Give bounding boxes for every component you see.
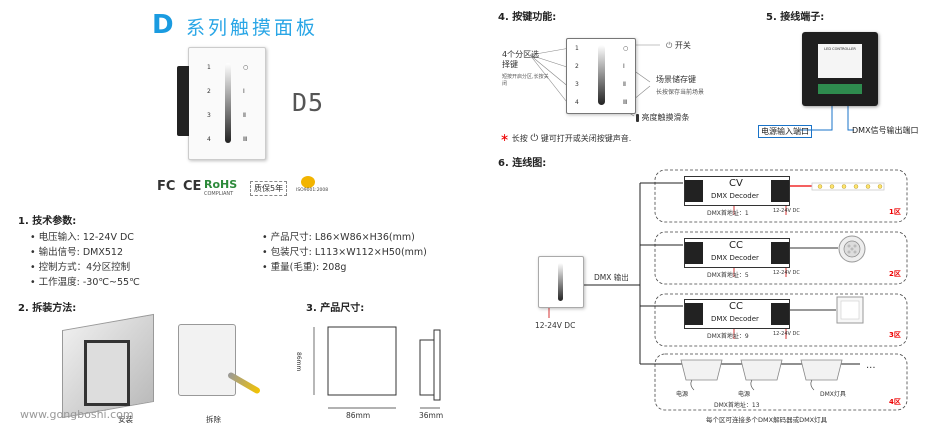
decoder-name: DMX Decoder [711, 192, 759, 200]
specs-left-list: • 电压输入: 12-24V DC • 输出信号: DMX512 • 控制方式：… [30, 230, 140, 290]
dim-width: 86mm [346, 411, 371, 420]
power-key-label: ⏻ 开关 [666, 41, 691, 50]
rohs-sub: COMPLIANT [204, 191, 234, 197]
scene-key-label: 场景储存键 [656, 75, 696, 84]
diagram-title: 6. 连线图: [498, 158, 547, 169]
specs-right-list: • 产品尺寸: L86×W86×H36(mm) • 包装尺寸: L113×W11… [262, 230, 427, 275]
psu-label-2: 电源 [738, 391, 751, 398]
master-panel [538, 256, 584, 308]
rohs-text: RoHS [204, 178, 238, 191]
more-fixtures: ... [866, 360, 876, 371]
spec-item: • 控制方式：4分区控制 [30, 262, 131, 273]
watermark: www.gongboshi.com [20, 408, 134, 421]
zone-label-1: 1区 [889, 208, 901, 216]
slider-icon [636, 113, 639, 122]
decoder-zone-1: CV DMX Decoder [684, 176, 790, 206]
zone4-addr: DMX首地址：13 [714, 402, 760, 409]
rohs-logo: RoHS COMPLIANT [204, 178, 237, 197]
module-label: LED CONTROLLER [824, 47, 856, 51]
controller-module: LED CONTROLLER [802, 32, 878, 106]
zone-select-label: 4个分区选择键 [502, 50, 540, 69]
zone-label-3: 3区 [889, 331, 901, 339]
zone-label-2: 2区 [889, 270, 901, 278]
diagram-footer: 每个区可连接多个DMX解码器或DMX灯具 [706, 416, 828, 424]
decoder-voltage: 12-24V DC [773, 331, 800, 337]
decoder-zone-3: CC DMX Decoder [684, 299, 790, 329]
install-label: 安装 [118, 415, 133, 424]
panel-voltage: 12-24V DC [535, 321, 576, 330]
warranty-badge: 质保5年 [250, 181, 288, 196]
power-icon: ⏻ [530, 133, 539, 144]
decoder-type: CV [729, 178, 743, 189]
power-icon: ⏻ [666, 41, 675, 50]
decoder-zone-2: CC DMX Decoder [684, 238, 790, 268]
iso-text: ISO9001:2008 [296, 188, 329, 193]
decoder-addr: DMX首地址：9 [707, 333, 749, 340]
dmx-fixture-label: DMX灯具 [820, 391, 846, 398]
dim-depth: 36mm [419, 411, 444, 420]
decoder-type: CC [729, 301, 743, 312]
ce-logo: CE [183, 179, 202, 194]
decoder-addr: DMX首地址：1 [707, 210, 749, 217]
spec-item: • 产品尺寸: L86×W86×H36(mm) [262, 232, 415, 243]
decoder-name: DMX Decoder [711, 315, 759, 323]
decoder-voltage: 12-24V DC [773, 208, 800, 214]
spec-item: • 包装尺寸: L113×W112×H50(mm) [262, 247, 427, 258]
page-title: 系列触摸面板 [186, 17, 319, 39]
dims-title: 3. 产品尺寸: [306, 303, 365, 314]
spec-item: • 电压输入: 12-24V DC [30, 232, 134, 243]
install-title: 2. 拆装方法: [18, 303, 77, 314]
zone-label-4: 4区 [889, 398, 901, 406]
asterisk-icon: ∗ [500, 131, 510, 144]
dmx-port-label: DMX信号输出端口 [852, 126, 919, 135]
decoder-addr: DMX首地址：5 [707, 272, 749, 279]
remove-illustration [178, 324, 236, 396]
fc-logo: FC [157, 179, 176, 194]
key-sound-note: ∗ 长按 ⏻ 键可打开或关闭按键声音. [500, 131, 632, 144]
decoder-voltage: 12-24V DC [773, 270, 800, 276]
specs-title: 1. 技术参数: [18, 216, 77, 227]
brand-logo: D [152, 10, 174, 40]
model-name: D5 [292, 88, 325, 117]
dmx-output-label: DMX 输出 [594, 273, 629, 282]
wiring-title: 5. 接线端子: [766, 12, 825, 23]
decoder-name: DMX Decoder [711, 254, 759, 262]
spec-item: • 重量(毛重): 208g [262, 262, 347, 273]
remove-label: 拆除 [206, 415, 221, 424]
keys-title: 4. 按键功能: [498, 12, 557, 23]
dim-height: 86mm [295, 352, 302, 372]
iso-logo: ISO9001:2008 [296, 176, 329, 193]
zone-select-sub: 短按开启分区,长按关闭 [502, 74, 549, 87]
power-port-label: 电源输入端口 [758, 125, 812, 138]
spec-item: • 工作温度: -30℃~55℃ [30, 277, 140, 288]
scene-key-sub: 长按保存当前场景 [656, 89, 705, 96]
decoder-type: CC [729, 240, 743, 251]
spec-item: • 输出信号: DMX512 [30, 247, 123, 258]
install-panel-frame [84, 340, 130, 406]
psu-label-1: 电源 [676, 391, 689, 398]
slider-label: 亮度触摸滑条 [636, 112, 690, 123]
